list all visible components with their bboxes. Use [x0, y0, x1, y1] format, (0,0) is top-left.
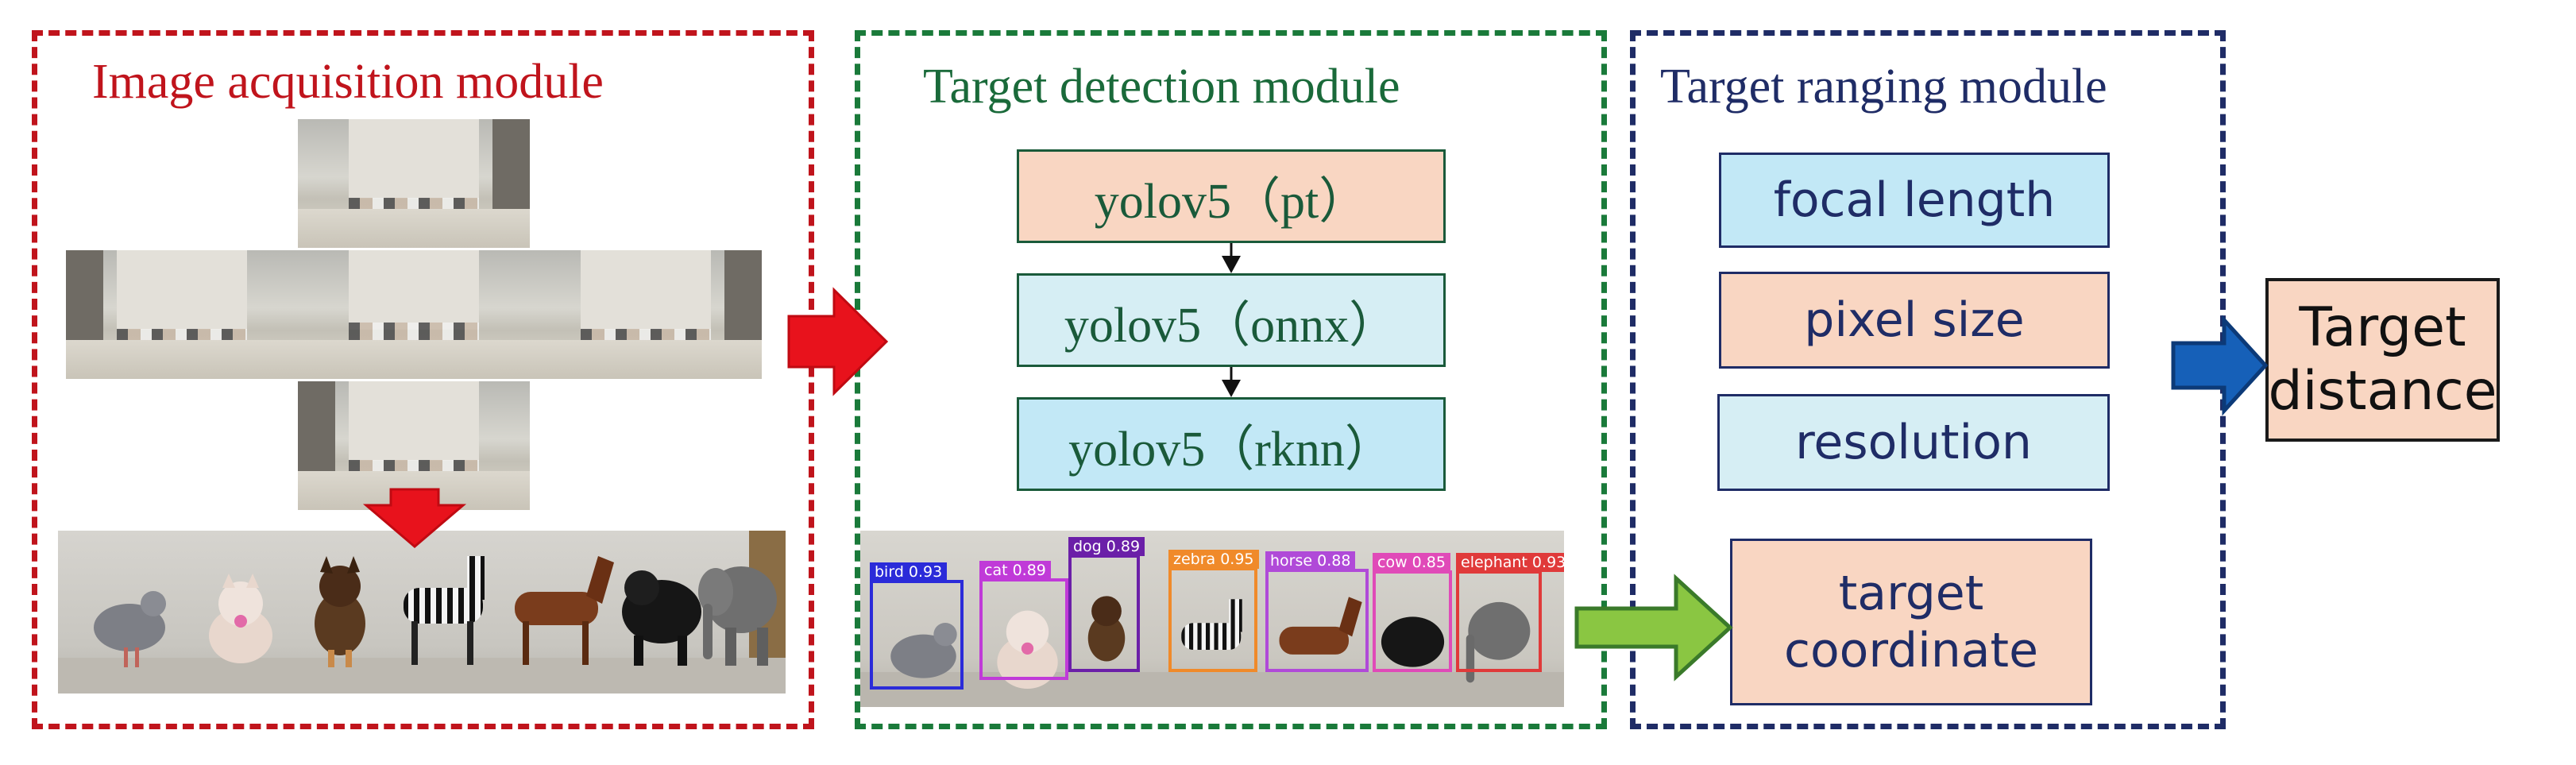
- target-coordinate-box: target coordinate: [1730, 539, 2092, 705]
- yolov5-pt-box: yolov5（pt）: [1017, 149, 1446, 243]
- horse-figure: [1279, 597, 1362, 655]
- puppy-figure: [315, 556, 365, 668]
- detection-label: dog 0.89: [1068, 537, 1145, 556]
- pigeon-figure: [94, 591, 166, 668]
- red-arrow-down: [362, 488, 467, 548]
- detection-label: elephant 0.93: [1456, 553, 1564, 572]
- capture-photo-top: [298, 119, 530, 248]
- detection-bbox: elephant 0.93: [1456, 553, 1564, 672]
- detection-bbox: cat 0.89: [979, 561, 1068, 680]
- detection-label: cat 0.89: [979, 561, 1051, 580]
- detection-label: zebra 0.95: [1168, 550, 1259, 569]
- resolution-box: resolution: [1717, 394, 2110, 491]
- detection-bbox: cow 0.85: [1373, 553, 1452, 672]
- blue-arrow-right: [2171, 315, 2269, 416]
- focal-length-box: focal length: [1719, 153, 2110, 248]
- capture-photo-right: [530, 250, 762, 379]
- target-distance-line2: distance: [2268, 360, 2497, 423]
- cow-figure: [622, 570, 701, 666]
- zebra-figure: [404, 556, 485, 666]
- kitten-figure: [209, 574, 272, 664]
- target-detection-module: [855, 30, 1607, 729]
- capture-photo-left: [66, 250, 298, 379]
- step-arrow-2-3-head: [1222, 380, 1241, 397]
- target-coordinate-line1: target: [1838, 566, 1984, 621]
- cow-figure: [1381, 616, 1445, 667]
- elephant-figure: [698, 566, 777, 666]
- detection-bbox: zebra 0.95: [1168, 550, 1259, 672]
- target-distance-line1: Target: [2299, 296, 2466, 359]
- pigeon-figure: [890, 623, 957, 678]
- yolov5-rknn-box: yolov5（rknn）: [1017, 397, 1446, 491]
- capture-photo-center: [298, 250, 530, 379]
- detection-label: bird 0.93: [870, 562, 948, 581]
- horse-figure: [515, 556, 614, 666]
- animal-lineup-photo: [58, 531, 786, 694]
- detection-bbox: horse 0.88: [1265, 551, 1369, 672]
- kitten-figure: [997, 610, 1058, 689]
- detection-bbox: bird 0.93: [870, 562, 964, 690]
- detection-module-title: Target detection module: [923, 60, 1400, 114]
- green-arrow-right: [1574, 574, 1733, 682]
- ranging-module-title: Target ranging module: [1660, 60, 2107, 114]
- pixel-size-box: pixel size: [1719, 272, 2110, 369]
- detection-bbox: dog 0.89: [1068, 537, 1145, 672]
- step-arrow-1-2-head: [1222, 256, 1241, 273]
- detection-label: horse 0.88: [1265, 551, 1356, 570]
- puppy-figure: [1087, 596, 1126, 662]
- acquisition-module-title: Image acquisition module: [92, 55, 604, 109]
- detection-label: cow 0.85: [1373, 553, 1450, 572]
- target-distance-box: Target distance: [2265, 278, 2500, 442]
- detection-result-photo: bird 0.93 cat 0.89 dog 0.89 zebra 0.95 horse…: [860, 531, 1564, 707]
- yolov5-onnx-box: yolov5（onnx）: [1017, 273, 1446, 367]
- zebra-figure: [1181, 599, 1242, 650]
- red-arrow-right: [787, 287, 889, 396]
- image-acquisition-module: [32, 30, 814, 729]
- target-coordinate-line2: coordinate: [1783, 623, 2038, 678]
